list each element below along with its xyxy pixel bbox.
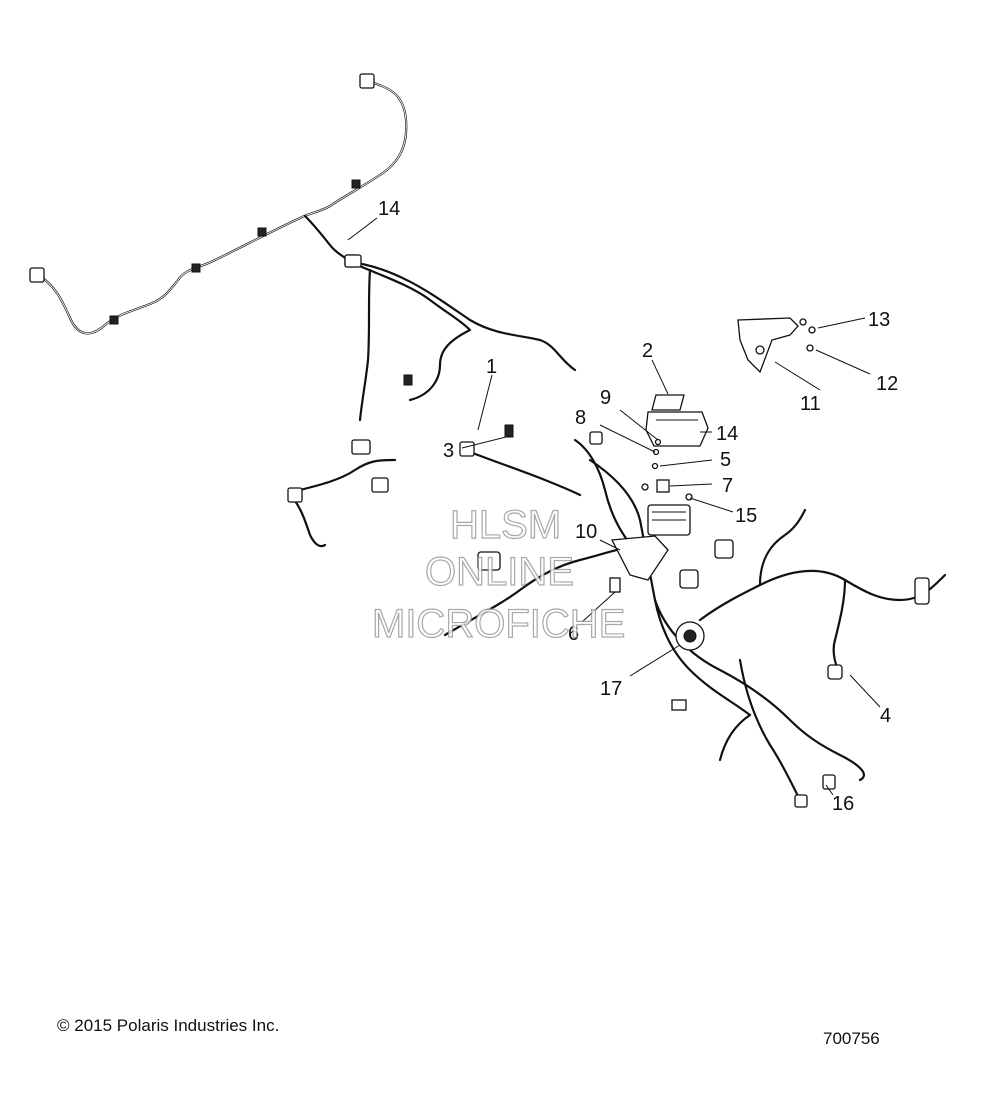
small-fasteners[interactable] bbox=[641, 318, 816, 501]
callout-17: 17 bbox=[600, 678, 622, 700]
relay-mount-clip[interactable] bbox=[610, 535, 669, 581]
callout-15: 15 bbox=[735, 505, 757, 527]
callout-2: 2 bbox=[642, 340, 653, 362]
drawing-number: 700756 bbox=[823, 1029, 880, 1048]
callout-5: 5 bbox=[720, 449, 731, 471]
mounting-bracket[interactable] bbox=[737, 317, 799, 374]
watermark: HLSM ONLINE MICROFICHE bbox=[371, 502, 626, 646]
callout-3: 3 bbox=[443, 440, 454, 462]
watermark-line-3: MICROFICHE bbox=[372, 602, 625, 646]
callout-11: 11 bbox=[800, 393, 821, 415]
main-wire-harness[interactable] bbox=[287, 254, 947, 808]
clip-part[interactable] bbox=[609, 577, 843, 790]
rear-wire-harness[interactable] bbox=[29, 73, 408, 335]
callout-9: 9 bbox=[600, 387, 611, 409]
relay-block[interactable] bbox=[647, 504, 691, 536]
callout-7: 7 bbox=[722, 475, 733, 497]
callout-14-rear: 14 bbox=[378, 198, 400, 220]
callout-12: 12 bbox=[876, 373, 898, 395]
fuse-label-part[interactable] bbox=[651, 394, 685, 411]
leader-lines bbox=[347, 217, 881, 796]
callout-8: 8 bbox=[575, 407, 586, 429]
copyright-text: © 2015 Polaris Industries Inc. bbox=[57, 1016, 280, 1035]
callout-10: 10 bbox=[575, 521, 597, 543]
callout-13: 13 bbox=[868, 309, 890, 331]
watermark-line-1: HLSM bbox=[450, 503, 561, 547]
callout-6: 6 bbox=[568, 623, 579, 645]
callout-1: 1 bbox=[486, 356, 497, 378]
watermark-line-2: ONLINE bbox=[425, 550, 574, 594]
grommet[interactable] bbox=[675, 621, 705, 651]
callout-16: 16 bbox=[832, 793, 854, 815]
callout-14-fuse: 14 bbox=[716, 423, 738, 445]
callout-4: 4 bbox=[880, 705, 891, 727]
